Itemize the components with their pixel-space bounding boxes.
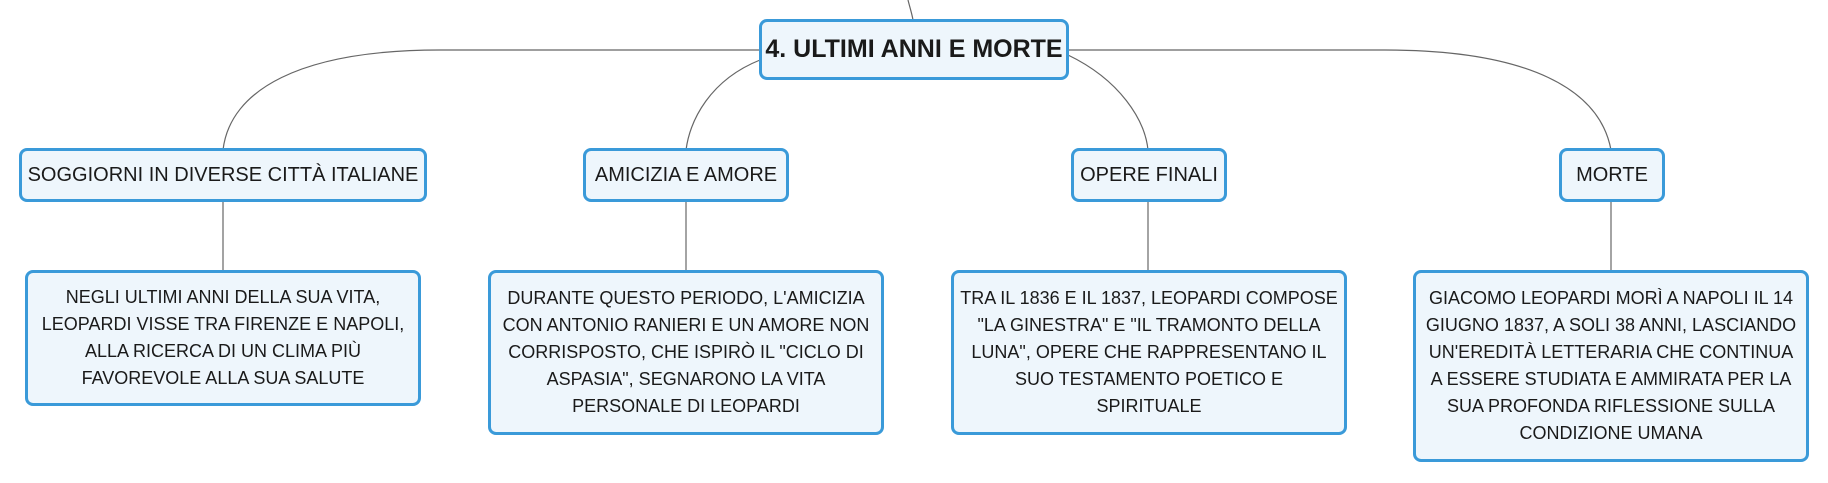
branch-topic-morte[interactable]: MORTE (1559, 148, 1665, 202)
detail-note-soggiorni[interactable]: NEGLI ULTIMI ANNI DELLA SUA VITA, LEOPAR… (25, 270, 421, 406)
root-topic[interactable]: 4. ULTIMI ANNI E MORTE (759, 19, 1069, 80)
detail-note-text: TRA IL 1836 E IL 1837, LEOPARDI COMPOSE … (960, 288, 1338, 416)
detail-note-text: DURANTE QUESTO PERIODO, L'AMICIZIA CON A… (502, 288, 870, 416)
branch-topic-soggiorni[interactable]: SOGGIORNI IN DIVERSE CITTÀ ITALIANE (19, 148, 427, 202)
root-topic-label: 4. ULTIMI ANNI E MORTE (765, 35, 1063, 63)
connector-parent-stub (907, 0, 914, 21)
connector-root-to-branch-3 (1067, 54, 1149, 151)
branch-topic-label: MORTE (1576, 163, 1648, 186)
detail-note-morte[interactable]: GIACOMO LEOPARDI MORÌ A NAPOLI IL 14 GIU… (1413, 270, 1809, 462)
branch-topic-opere-finali[interactable]: OPERE FINALI (1071, 148, 1227, 202)
branch-topic-label: OPERE FINALI (1080, 163, 1218, 186)
branch-topic-label: SOGGIORNI IN DIVERSE CITTÀ ITALIANE (27, 163, 419, 186)
detail-note-text: GIACOMO LEOPARDI MORÌ A NAPOLI IL 14 GIU… (1425, 288, 1797, 443)
detail-note-text: NEGLI ULTIMI ANNI DELLA SUA VITA, LEOPAR… (41, 287, 405, 388)
connector-root-to-branch-4 (1068, 49, 1612, 151)
branch-topic-label: AMICIZIA E AMORE (594, 163, 778, 186)
connector-root-to-branch-1 (222, 49, 760, 151)
connector-root-to-branch-2 (685, 59, 761, 151)
detail-note-amicizia[interactable]: DURANTE QUESTO PERIODO, L'AMICIZIA CON A… (488, 270, 884, 435)
branch-topic-amicizia[interactable]: AMICIZIA E AMORE (583, 148, 789, 202)
detail-note-opere-finali[interactable]: TRA IL 1836 E IL 1837, LEOPARDI COMPOSE … (951, 270, 1347, 435)
